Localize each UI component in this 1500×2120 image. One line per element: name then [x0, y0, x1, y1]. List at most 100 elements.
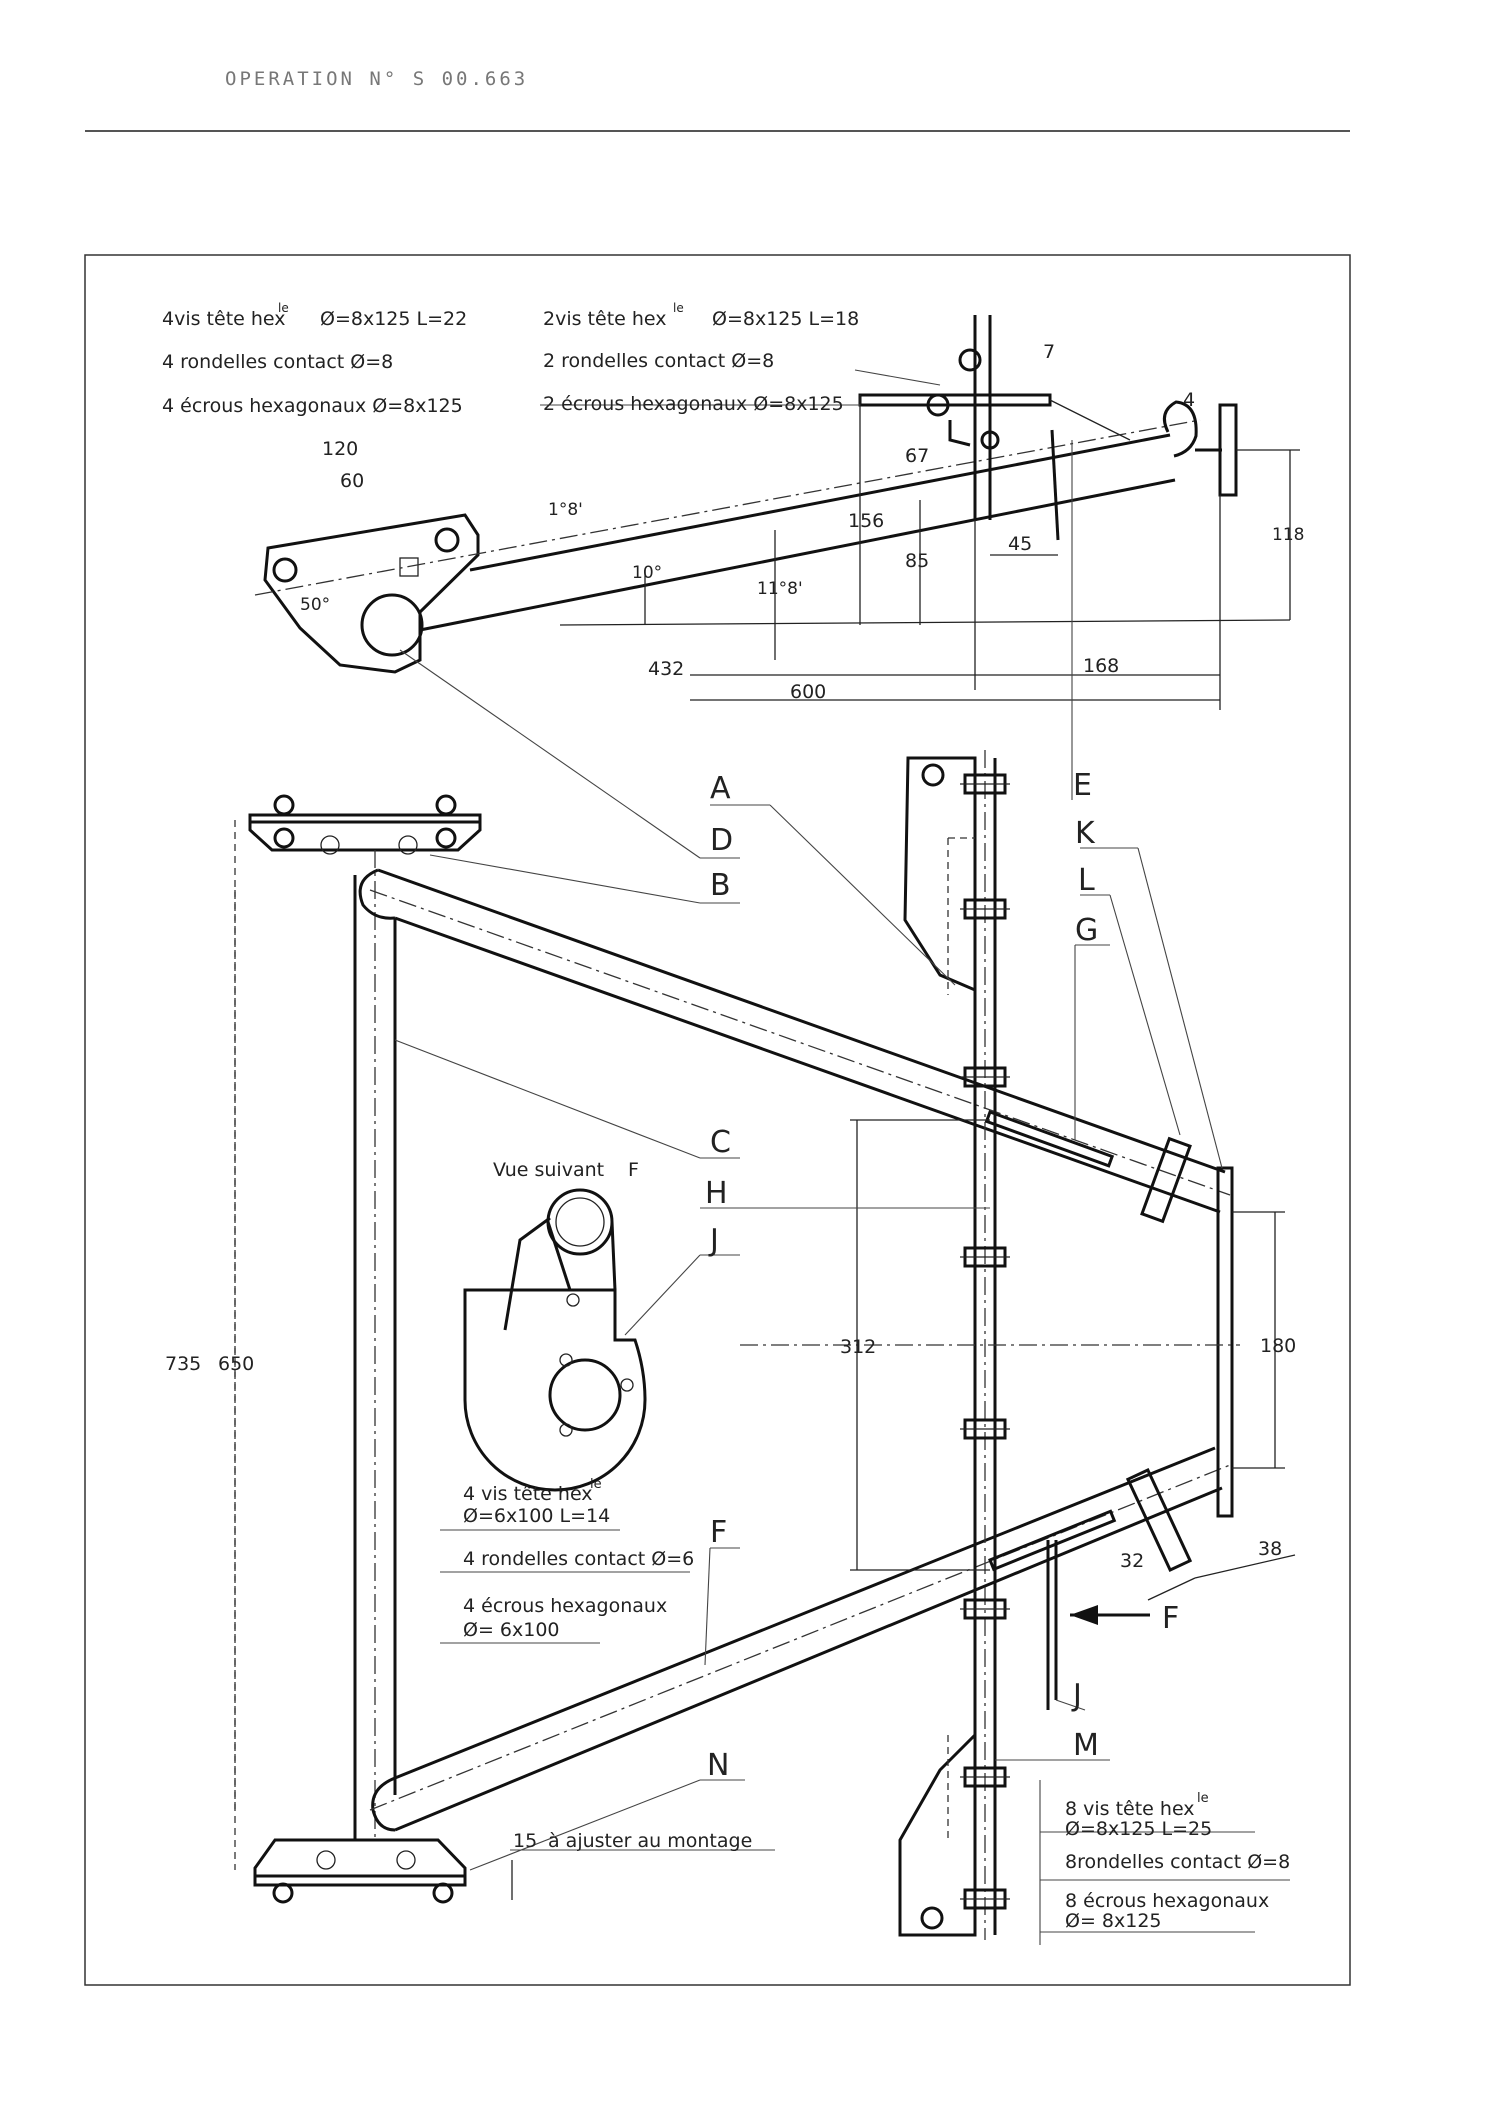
- dim-85: 85: [905, 550, 929, 572]
- rail-bolt-2: [960, 898, 1010, 920]
- label-F: F: [710, 1515, 727, 1550]
- top-fastener-right-line1: 2vis tête hex: [543, 308, 667, 330]
- top-dimensions: 120 60 50° 1°8' 10° 11°8' 67 156 85 45 7…: [300, 341, 1304, 703]
- label-D: D: [710, 823, 733, 858]
- view-caption: Vue suivant: [493, 1159, 604, 1181]
- front-top-bolt-3: [273, 827, 295, 849]
- dim-118: 118: [1272, 525, 1304, 545]
- clamp-lower: [1125, 1468, 1193, 1572]
- label-L: L: [1078, 863, 1095, 898]
- top-left-bracket: [263, 513, 480, 674]
- top-tube-end-plate: [1218, 403, 1238, 497]
- label-A: A: [710, 771, 731, 806]
- top-mount-clip: [948, 420, 971, 447]
- upper-tube-axis: [369, 889, 1231, 1196]
- dim-32-line: [1147, 1577, 1196, 1601]
- top-bracket-bolt-right: [434, 527, 460, 553]
- front-top-hole-right: [398, 835, 418, 855]
- upper-tube-top-edge: [377, 868, 1226, 1174]
- leader-N: [469, 1779, 701, 1871]
- top-mount-bolt-mid: [980, 430, 1000, 450]
- top-tube-axis: [254, 419, 1201, 596]
- bottom-fastener-block: 8 vis tête hex le Ø=8x125 L=25 8rondelle…: [1065, 1791, 1290, 1932]
- label-H: H: [705, 1176, 728, 1211]
- middle-fastener-block: 4 vis tête hex le Ø=6x100 L=14 4 rondell…: [463, 1477, 694, 1641]
- top-fastener-right-line2: Ø=8x125 L=18: [712, 308, 859, 330]
- rail-bolt-1: [960, 773, 1010, 795]
- dim-1deg8: 1°8': [548, 500, 583, 520]
- label-B: B: [710, 868, 731, 903]
- front-top-hole-left: [320, 835, 340, 855]
- detail-bore: [548, 1358, 622, 1432]
- dim-650: 650: [218, 1353, 254, 1375]
- view-arrow-head: [1070, 1605, 1098, 1625]
- front-top-plate: [248, 813, 482, 852]
- top-mount-bracket: [858, 393, 1052, 407]
- middle-fastener-line4: 4 écrous hexagonaux: [463, 1595, 667, 1617]
- bottom-fastener-line1: 8 vis tête hex: [1065, 1798, 1195, 1820]
- dim-60: 60: [340, 470, 364, 492]
- label-N: N: [707, 1748, 729, 1783]
- view-caption-letter: F: [628, 1159, 639, 1181]
- dim-120: 120: [322, 438, 358, 460]
- dim-45: 45: [1008, 533, 1032, 555]
- upper-tube-bottom-edge: [394, 916, 1221, 1214]
- top-tube-hook: [1162, 400, 1198, 458]
- front-bottom-hole-right: [396, 1850, 416, 1870]
- dim-67: 67: [905, 445, 929, 467]
- rail-hidden-outline-top: [947, 837, 975, 995]
- drawing-frame: [84, 254, 1351, 1986]
- rail-top-bracket: [903, 756, 977, 993]
- detail-tube-ring-outer: [546, 1188, 614, 1256]
- rail-bolt-6: [960, 1598, 1010, 1620]
- dim-32: 32: [1120, 1550, 1144, 1572]
- top-fastener-left-sup: le: [278, 301, 289, 315]
- bottom-fastener-line2: Ø=8x125 L=25: [1065, 1818, 1212, 1840]
- top-fastener-block-right: 2vis tête hex le Ø=8x125 L=18 2 rondelle…: [543, 301, 859, 415]
- rail-bolt-8: [960, 1888, 1010, 1910]
- middle-fastener-line1: 4 vis tête hex: [463, 1483, 593, 1505]
- upper-tube-end-cap: [358, 868, 396, 920]
- detail-hole-2: [620, 1378, 634, 1392]
- lower-tube-end-cap: [371, 1776, 396, 1832]
- detail-rod: [503, 1216, 551, 1331]
- bottom-fastener-sup: le: [1197, 1791, 1209, 1806]
- clamp-upper: [1140, 1136, 1192, 1224]
- dim-180: 180: [1260, 1335, 1296, 1357]
- leader-B: [429, 854, 701, 904]
- top-fastener-block-left: 4vis tête hex le Ø=8x125 L=22 4 rondelle…: [162, 301, 467, 417]
- top-fastener-left-line4: 4 écrous hexagonaux Ø=8x125: [162, 395, 463, 417]
- top-fastener-right-line3: 2 rondelles contact Ø=8: [543, 350, 774, 372]
- leader-J-lower: [1055, 1699, 1086, 1711]
- rail-bolt-4: [960, 1246, 1010, 1268]
- front-dimensions: 735 650 312 180 32 38 15 à ajuster au mo…: [165, 1159, 1296, 1852]
- label-J-lower: J: [1071, 1678, 1082, 1713]
- leader-D: [399, 649, 701, 859]
- label-M: M: [1073, 1728, 1099, 1763]
- rail-bolt-3: [960, 1066, 1010, 1088]
- bottom-fastener-line4: 8 écrous hexagonaux: [1065, 1890, 1269, 1912]
- dim-600: 600: [790, 681, 826, 703]
- top-fastener-right-line4: 2 écrous hexagonaux Ø=8x125: [543, 393, 844, 415]
- front-top-bolt-4: [435, 827, 457, 849]
- dim-4: 4: [1183, 389, 1195, 411]
- leader-J: [624, 1254, 701, 1336]
- dim-432: 432: [648, 658, 684, 680]
- label-E: E: [1073, 768, 1092, 803]
- rail-bolt-5: [960, 1418, 1010, 1440]
- detail-tube-side-2: [610, 1221, 617, 1291]
- front-view: [234, 440, 1296, 1945]
- top-mount-bolt-upper: [958, 348, 982, 372]
- dim-38: 38: [1258, 1538, 1282, 1560]
- leader-A: [769, 804, 956, 986]
- rail-bolt-7: [960, 1766, 1010, 1788]
- leader-K-diag: [1137, 847, 1223, 1169]
- top-fastener-left-line1: 4vis tête hex: [162, 308, 286, 330]
- rail-top-hole: [921, 763, 945, 787]
- top-fastener-right-sup: le: [673, 301, 684, 315]
- dim-156: 156: [848, 510, 884, 532]
- stiffener-G: [984, 1110, 1115, 1168]
- top-fastener-left-line3: 4 rondelles contact Ø=8: [162, 351, 393, 373]
- front-bottom-bolt-2: [432, 1882, 454, 1904]
- top-bracket-hole-large: [360, 593, 424, 657]
